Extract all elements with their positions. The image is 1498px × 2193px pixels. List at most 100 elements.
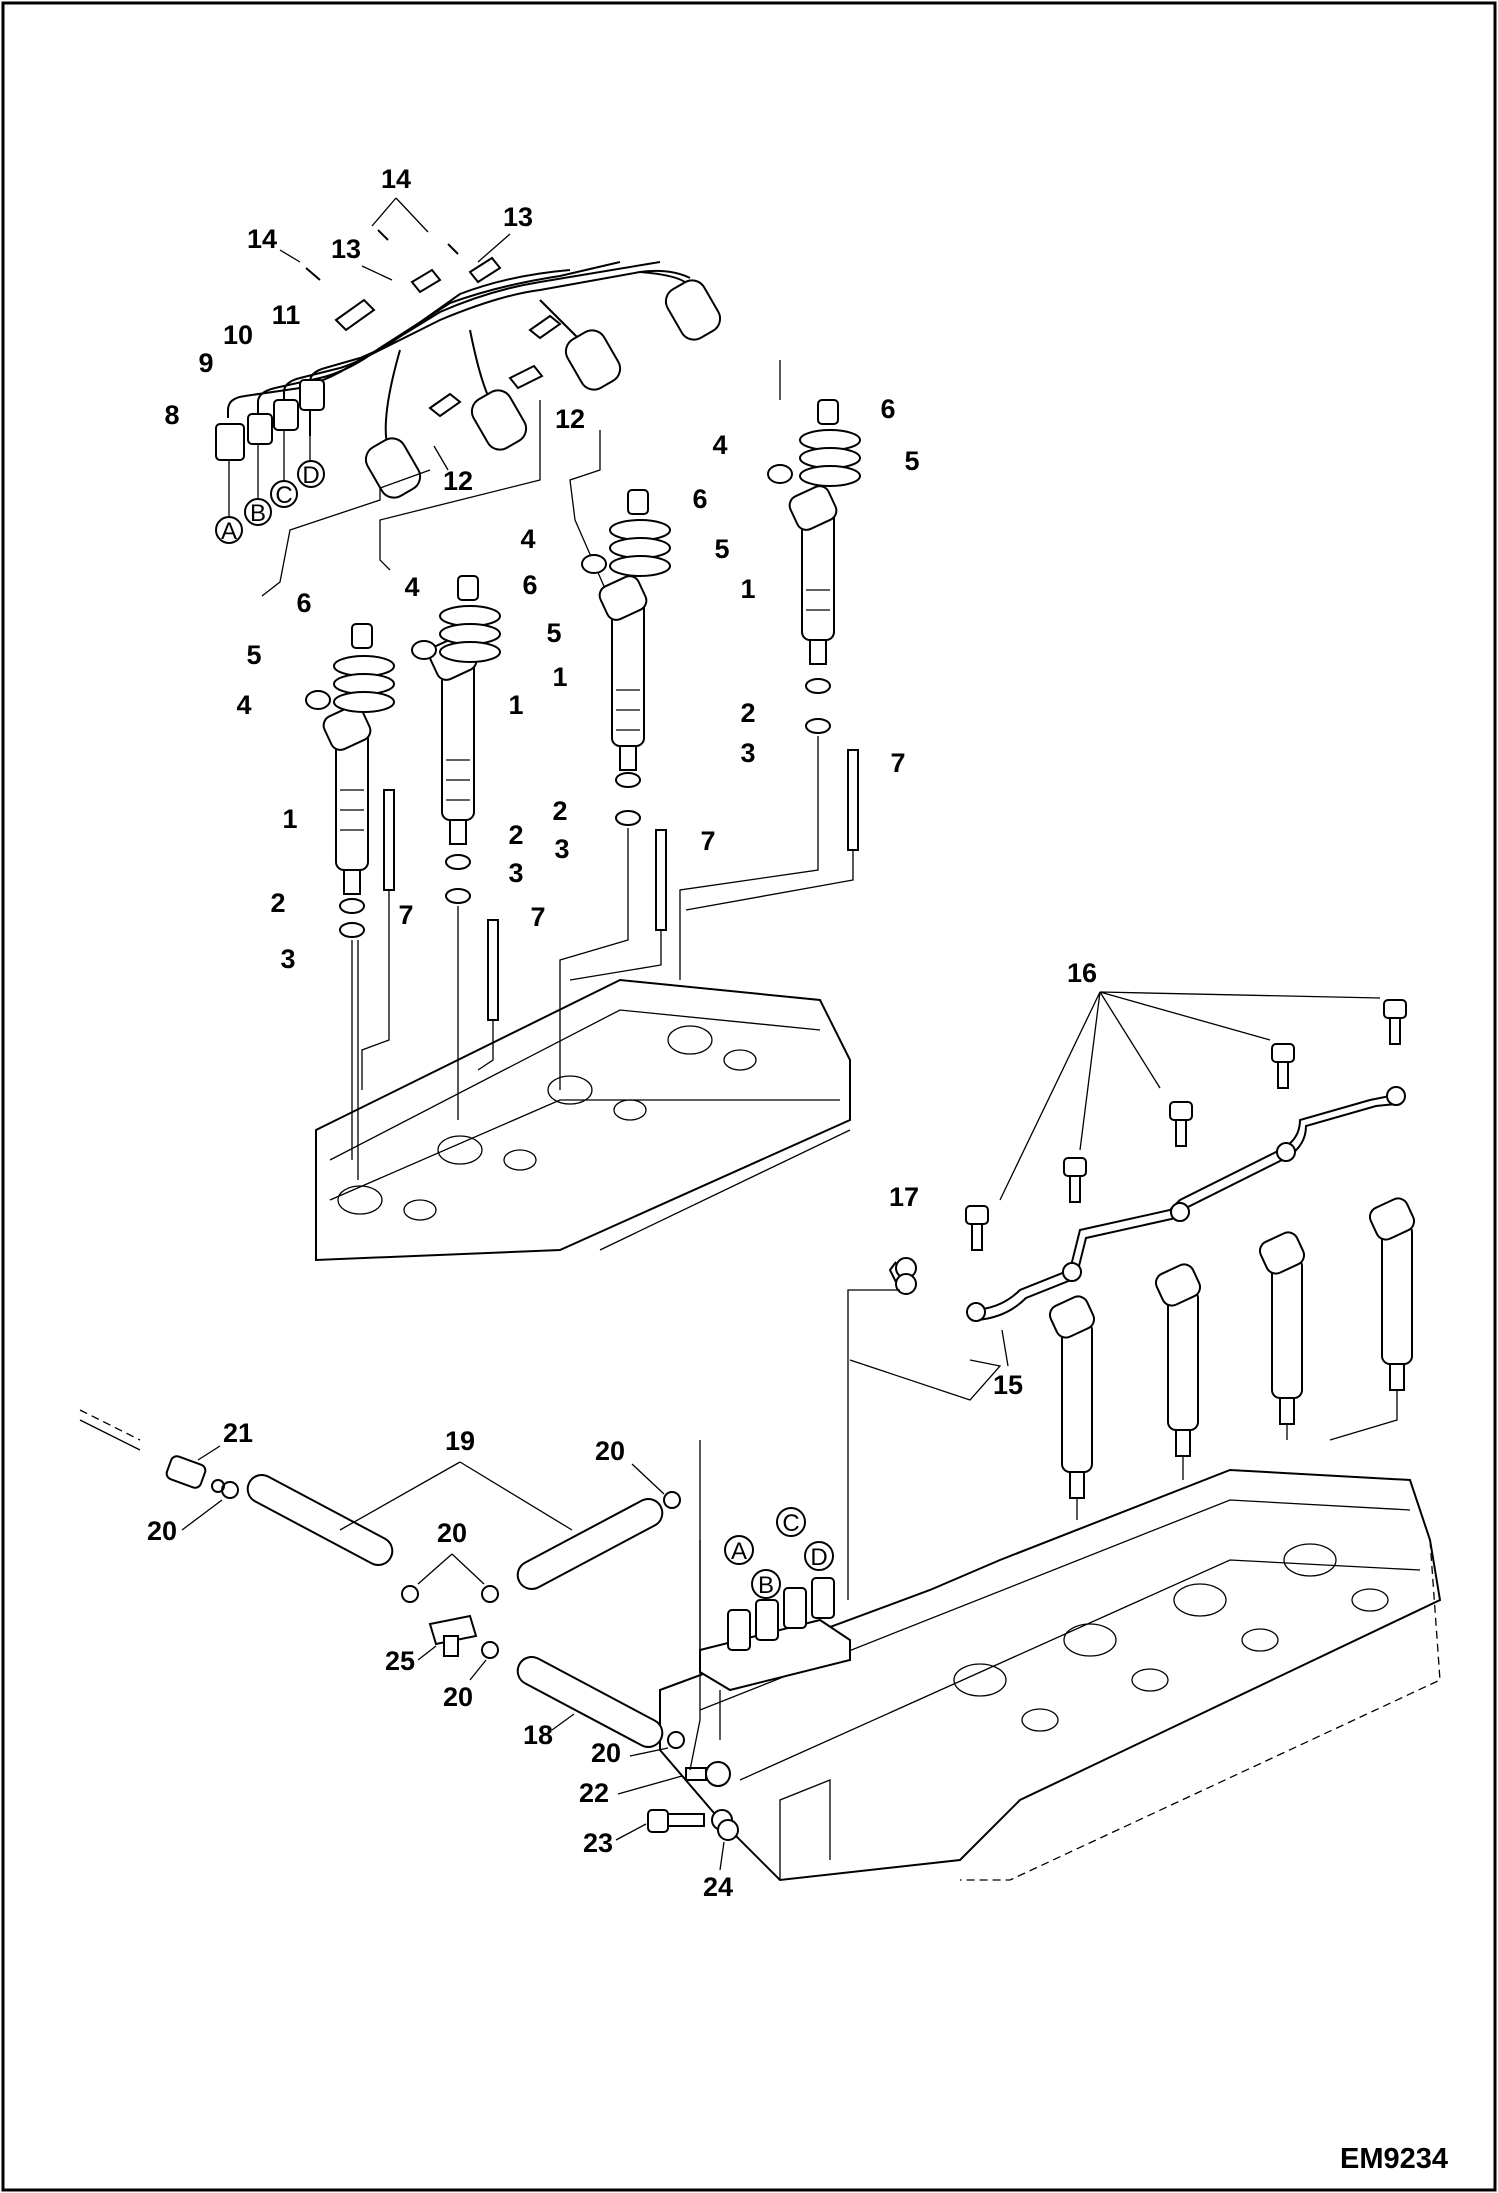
letter-tag-a: A: [215, 516, 243, 545]
lower-injector-3: [1258, 1231, 1306, 1425]
callout-6-b: 6: [522, 570, 537, 600]
callout-5-d: 5: [904, 446, 919, 476]
callout-5-c: 5: [714, 534, 729, 564]
callout-11: 11: [272, 300, 301, 330]
svg-text:D: D: [302, 462, 319, 489]
svg-text:C: C: [275, 482, 292, 509]
callout-18: 18: [523, 1720, 553, 1750]
injection-pump-block: A B C D: [699, 1507, 851, 1692]
callout-5-b: 5: [546, 618, 561, 648]
callout-6-d: 6: [880, 394, 895, 424]
lower-injector-4: [1368, 1197, 1416, 1391]
callout-19: 19: [445, 1426, 475, 1456]
lower-injector-2: [1154, 1263, 1202, 1457]
clamp-stack-4: [799, 399, 861, 487]
callout-2-c: 2: [552, 796, 567, 826]
callout-1-a: 1: [282, 804, 297, 834]
callout-13-left: 13: [331, 234, 361, 264]
pump-outlet-a: [727, 1609, 751, 1651]
callout-4-d: 4: [712, 430, 727, 460]
clamp-stack-1: [333, 623, 395, 713]
banjo-fitting: [685, 1761, 731, 1787]
svg-text:B: B: [250, 500, 266, 527]
callout-3-a: 3: [280, 944, 295, 974]
callout-4-c: 4: [520, 524, 535, 554]
callout-12-bottom: 12: [443, 466, 473, 496]
svg-text:B: B: [758, 1572, 774, 1599]
injector-3: [598, 575, 648, 771]
callout-9: 9: [198, 348, 213, 378]
check-valve: [165, 1455, 225, 1493]
leak-off-line: [966, 1086, 1406, 1322]
callout-21: 21: [223, 1418, 253, 1448]
upper-cylinder-head: [315, 978, 851, 1262]
callout-23: 23: [583, 1828, 613, 1858]
svg-text:D: D: [810, 1544, 827, 1571]
svg-text:C: C: [782, 1510, 799, 1537]
callout-13-top: 13: [503, 202, 533, 232]
callout-3-c: 3: [554, 834, 569, 864]
callout-25: 25: [385, 1646, 415, 1676]
callout-7-b: 7: [530, 902, 545, 932]
callout-10: 10: [223, 320, 253, 350]
callout-labels: 14 14 13 13 11 10 9 8 12 12 6 4 5 1 2 3 …: [147, 164, 1097, 1902]
sealing-washers: [711, 1809, 739, 1841]
callout-8: 8: [164, 400, 179, 430]
svg-text:A: A: [731, 1538, 747, 1565]
lower-injector-1: [1048, 1295, 1096, 1499]
callout-12-right: 12: [555, 404, 585, 434]
callout-2-b: 2: [508, 820, 523, 850]
svg-text:A: A: [221, 518, 237, 545]
line-sleeve-3: [564, 329, 622, 391]
line-sleeve-4: [664, 279, 722, 341]
callout-20-low: 20: [443, 1682, 473, 1712]
callout-20-mid: 20: [437, 1518, 467, 1548]
callout-7-c: 7: [700, 826, 715, 856]
callout-5-a: 5: [246, 640, 261, 670]
callout-24: 24: [703, 1872, 733, 1902]
document-code: EM9234: [1340, 2143, 1448, 2175]
callout-14-top: 14: [381, 164, 411, 194]
callout-14-left: 14: [247, 224, 277, 254]
line-letter-tags: A B C D: [215, 410, 325, 545]
callout-20-left: 20: [147, 1516, 177, 1546]
callout-3-b: 3: [508, 858, 523, 888]
callout-22: 22: [579, 1778, 609, 1808]
line-sleeve-1: [364, 437, 422, 499]
callout-1-d: 1: [740, 574, 755, 604]
clamp-stack-3: [609, 489, 671, 577]
callout-6-a: 6: [296, 588, 311, 618]
upper-leaders: [351, 736, 854, 1180]
studs: [383, 749, 859, 1021]
callout-3-d: 3: [740, 738, 755, 768]
letter-tag-d: D: [297, 460, 325, 489]
callout-2-a: 2: [270, 888, 285, 918]
banjo-bolts: [965, 999, 1407, 1251]
callout-4-a: 4: [236, 690, 251, 720]
callout-1-b: 1: [508, 690, 523, 720]
injector-1: [322, 705, 372, 895]
callout-7-d: 7: [890, 748, 905, 778]
callout-7-a: 7: [398, 900, 413, 930]
callout-16: 16: [1067, 958, 1097, 988]
tee-fitting: [428, 1614, 478, 1657]
return-hoses: [79, 1409, 739, 1841]
callout-20-top: 20: [595, 1436, 625, 1466]
pump-outlet-c: [783, 1587, 807, 1629]
pump-outlet-b: [755, 1599, 779, 1641]
callout-15: 15: [993, 1370, 1023, 1400]
callout-17: 17: [889, 1182, 919, 1212]
pipe-clip: [888, 1257, 917, 1295]
clamp-stack-2: [439, 575, 501, 663]
callout-6-c: 6: [692, 484, 707, 514]
injector-2: [428, 635, 478, 845]
banjo-bolt: [647, 1809, 705, 1833]
seal-rings: [305, 464, 831, 938]
injection-line-harness: [215, 229, 722, 499]
callout-1-c: 1: [552, 662, 567, 692]
injector-4: [788, 485, 838, 665]
callout-2-d: 2: [740, 698, 755, 728]
letter-tag-b: B: [244, 498, 272, 527]
